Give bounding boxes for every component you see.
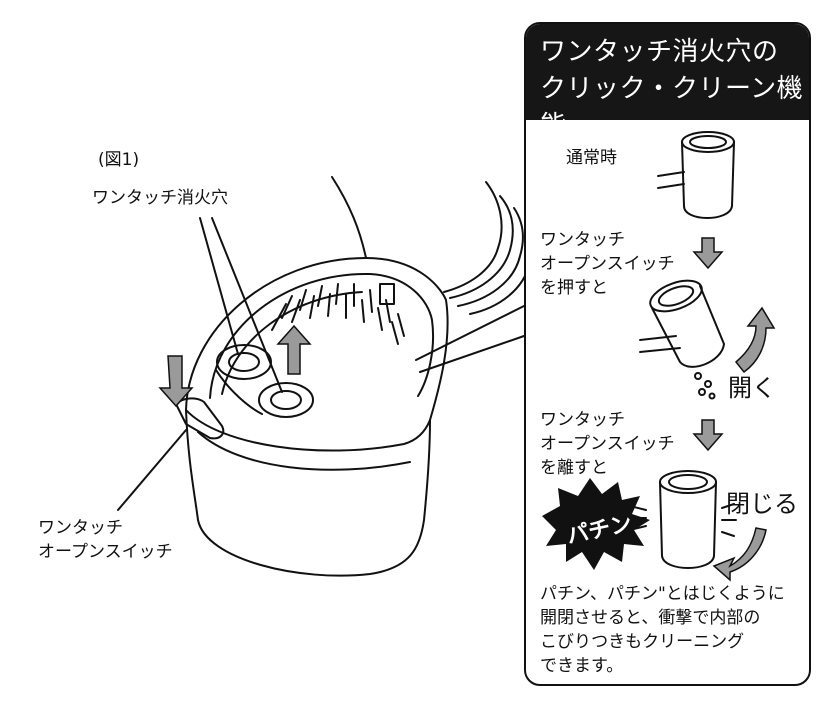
close-curved-arrow (712, 527, 767, 582)
close-label: 閉じる (726, 490, 798, 518)
ashtray-lid (331, 176, 367, 259)
footer-line-1: パチン、パチン"とはじくように (540, 584, 785, 604)
down-arrow-1 (692, 237, 724, 270)
normal-label: 通常時 (566, 148, 617, 168)
up-arrow-left (276, 324, 312, 375)
callout-extinguish-hole: ワンタッチ消火穴 (92, 188, 228, 208)
panel-header: ワンタッチ消火穴の クリック・クリーン機能 (526, 24, 809, 141)
press-line1: ワンタッチ (540, 230, 625, 250)
down-arrow-left (158, 355, 194, 408)
ashtray-body (185, 257, 449, 421)
down-arrow-2 (692, 419, 724, 452)
release-line3: を離すと (540, 458, 608, 478)
cylinder-normal (657, 131, 735, 219)
press-line3: を押すと (540, 278, 608, 298)
figure-label: (図1) (98, 150, 140, 170)
footer-line-4: できます。 (540, 656, 624, 676)
press-line2: オープンスイッチ (540, 254, 675, 274)
open-curved-arrow (734, 306, 776, 374)
footer-line-3: こびりつきもクリーニング (540, 632, 745, 652)
cylinder-open (639, 279, 725, 400)
callout-switch-line2: オープンスイッチ (38, 542, 173, 562)
callout-switch-line1: ワンタッチ (38, 518, 123, 538)
extinguish-hole-2 (258, 382, 314, 418)
burst-shape (542, 478, 650, 570)
panel-title: ワンタッチ消火穴の クリック・クリーン機能 (540, 34, 809, 145)
release-line1: ワンタッチ (540, 410, 625, 430)
feature-panel: ワンタッチ消火穴の クリック・クリーン機能 (524, 22, 811, 686)
panel-title-line2: クリック・クリーン機能 (540, 74, 804, 141)
footer-line-2: 開閉させると、衝撃で内部の (540, 608, 761, 628)
open-label: 開く (728, 374, 776, 402)
release-line2: オープンスイッチ (540, 434, 675, 454)
panel-title-line1: ワンタッチ消火穴の (540, 37, 779, 67)
